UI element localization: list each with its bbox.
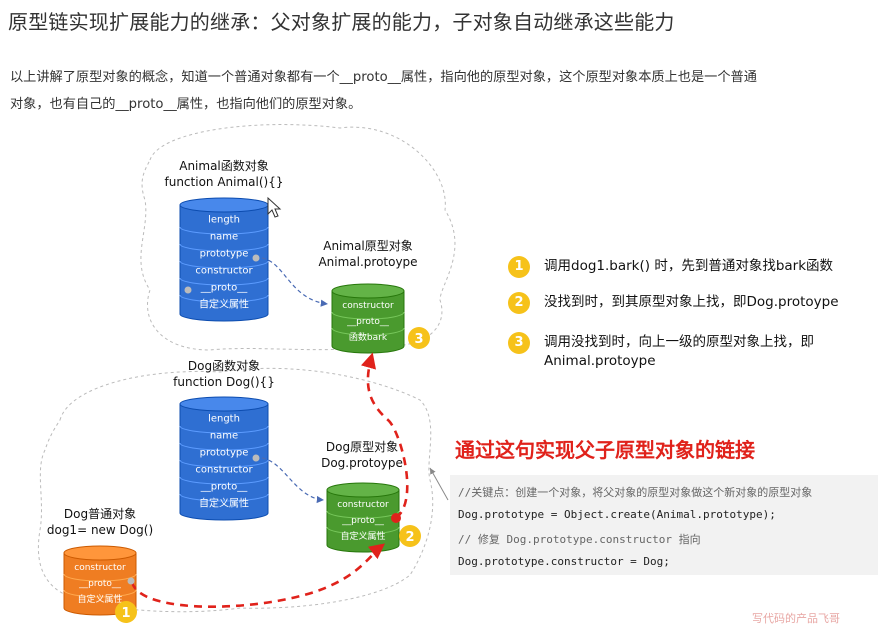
- dog-fn-field-5: __proto__: [200, 482, 248, 493]
- svg-text:2: 2: [405, 530, 414, 545]
- badge-1: 1: [115, 601, 137, 623]
- mouse-cursor-icon: [267, 196, 282, 218]
- dog-fn-field-6: 自定义属性: [199, 497, 249, 510]
- step-3-badge: 3: [508, 332, 530, 354]
- dog-proto-title: Dog原型对象: [326, 440, 398, 454]
- dog-proto-field-2: __proto__: [341, 516, 384, 526]
- dog-function-cylinder: length name prototype constructor __proto__ 自…: [179, 396, 269, 521]
- animal-proto-field-1: constructor: [342, 301, 394, 311]
- dog-fn-field-4: constructor: [195, 465, 253, 476]
- animal-fn-field-6: 自定义属性: [199, 298, 249, 311]
- step-2-text: 没找到时，到其原型对象上找，即Dog.protoype: [544, 294, 839, 310]
- dog1-field-3: 自定义属性: [77, 593, 122, 605]
- dog1-field-1: constructor: [74, 563, 126, 573]
- intro-line-2: 对象，也有自己的__proto__属性，也指向他们的原型对象。: [10, 97, 362, 112]
- dog-proto-field-3: 自定义属性: [340, 530, 385, 542]
- step-2-badge: 2: [508, 292, 530, 314]
- animal-function-cylinder: length name prototype constructor __proto__ 自…: [179, 197, 269, 322]
- link-headline: 通过这句实现父子原型对象的链接: [455, 438, 755, 462]
- intro-line-1: 以上讲解了原型对象的概念，知道一个普通对象都有一个__proto__属性，指向他…: [10, 70, 757, 85]
- dog-proto-to-animal-proto-arrow: [360, 352, 409, 520]
- animal-proto-subtitle: Animal.protoype: [318, 255, 417, 269]
- dog1-instance-cylinder: constructor __proto__ 自定义属性: [63, 545, 137, 616]
- animal-prototype-dot: [252, 254, 260, 262]
- dog1-proto-dot: [127, 577, 135, 585]
- dog-prototype-dot: [252, 454, 260, 462]
- dog1-to-dog-proto-arrow: [130, 543, 386, 608]
- animal-group-outline: [140, 124, 456, 351]
- code-snippet: //关键点：创建一个对象，将父对象的原型对象做这个新对象的原型对象 Dog.pr…: [450, 475, 878, 575]
- animal-fn-title: Animal函数对象: [179, 158, 269, 173]
- animal-fn-field-4: constructor: [195, 266, 253, 277]
- step-1-text: 调用dog1.bark() 时，先到普通对象找bark函数: [544, 258, 834, 274]
- animal-fn-field-3: prototype: [200, 249, 249, 260]
- dog-fn-field-3: prototype: [200, 448, 249, 459]
- dog1-subtitle: dog1= new Dog(): [47, 523, 153, 537]
- code-line-2: Dog.prototype = Object.create(Animal.pro…: [458, 508, 776, 521]
- page-title: 原型链实现扩展能力的继承：父对象扩展的能力，子对象自动继承这些能力: [8, 10, 675, 34]
- step-3-text: 调用没找到时，向上一级的原型对象上找，即 Animal.protoype: [544, 334, 814, 369]
- animal-proto-dot: [184, 286, 192, 294]
- dog-fn-subtitle: function Dog(){}: [173, 375, 275, 389]
- animal-fn-field-5: __proto__: [200, 283, 248, 294]
- dog-proto-field-1: constructor: [337, 500, 389, 510]
- dog-prototype-arrow: [261, 457, 325, 504]
- dog1-field-2: __proto__: [78, 579, 121, 589]
- animal-fn-field-2: name: [210, 232, 238, 243]
- dog-fn-title: Dog函数对象: [188, 358, 260, 373]
- code-line-3: // 修复 Dog.prototype.constructor 指向: [458, 533, 701, 546]
- dog1-title: Dog普通对象: [64, 507, 136, 521]
- headline-pointer: [429, 467, 449, 501]
- badge-3: 3: [408, 327, 430, 349]
- dog-fn-field-1: length: [208, 414, 240, 425]
- animal-prototype-arrow: [261, 257, 329, 307]
- code-line-4: Dog.prototype.constructor = Dog;: [458, 555, 670, 568]
- dog-fn-field-2: name: [210, 431, 238, 442]
- watermark: 写代码的产品飞哥: [752, 612, 840, 625]
- step-1-badge: 1: [508, 256, 530, 278]
- dog-proto-link-dot: [391, 513, 401, 523]
- intro-paragraph: 以上讲解了原型对象的概念，知道一个普通对象都有一个__proto__属性，指向他…: [10, 64, 870, 118]
- code-line-1: //关键点：创建一个对象，将父对象的原型对象做这个新对象的原型对象: [458, 486, 813, 499]
- svg-text:1: 1: [121, 606, 130, 621]
- animal-fn-subtitle: function Animal(){}: [165, 175, 284, 189]
- animal-prototype-cylinder: constructor __proto__ 函数bark: [331, 283, 405, 354]
- dog-proto-subtitle: Dog.protoype: [321, 456, 403, 470]
- animal-fn-field-1: length: [208, 215, 240, 226]
- svg-text:3: 3: [414, 332, 423, 347]
- animal-proto-field-3: 函数bark: [349, 331, 388, 343]
- animal-proto-field-2: __proto__: [346, 317, 389, 327]
- animal-proto-title: Animal原型对象: [323, 239, 413, 253]
- badge-2: 2: [399, 525, 421, 547]
- dog-prototype-cylinder: constructor __proto__ 自定义属性: [326, 482, 400, 553]
